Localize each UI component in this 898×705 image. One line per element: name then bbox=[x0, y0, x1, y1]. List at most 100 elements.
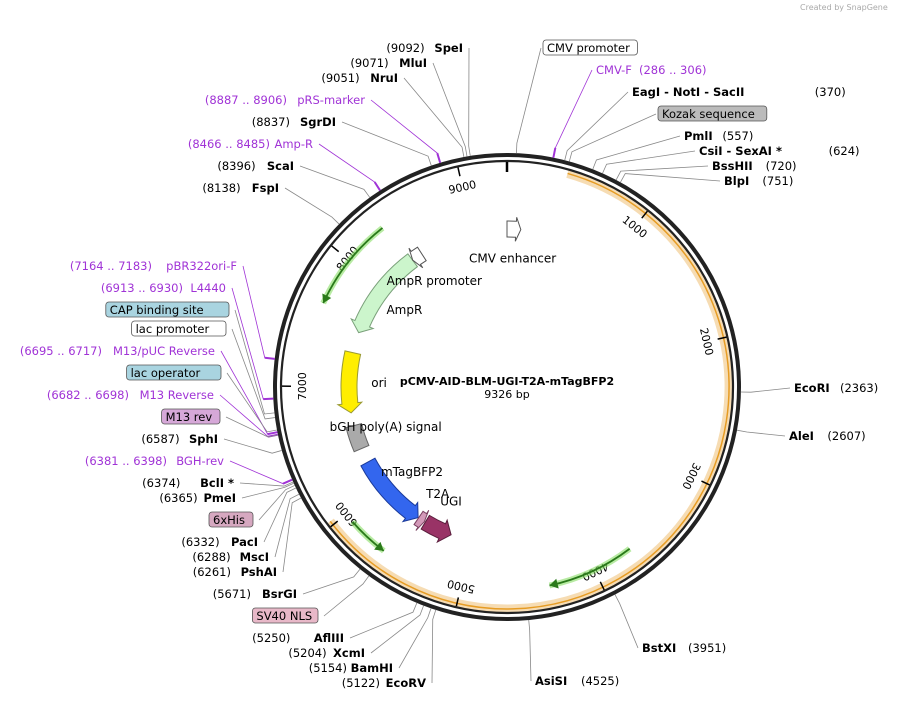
site-name-ecori: EcoRI bbox=[794, 381, 830, 395]
site-name-pmei: PmeI bbox=[204, 491, 237, 505]
site-name-pshai: PshAI bbox=[241, 565, 277, 579]
site-name-msci: MscI bbox=[240, 550, 269, 564]
site-box-lac-promoter bbox=[131, 320, 227, 337]
inner-arrow-head-0 bbox=[549, 578, 559, 589]
site-leader-cap-binding-site bbox=[234, 309, 275, 415]
feature-cmv-enhancer bbox=[506, 217, 522, 242]
site-pos-bgh-rev: (6381 .. 6398) bbox=[85, 454, 167, 468]
tick-label-2000: 2000 bbox=[697, 327, 716, 357]
site-tick-prs-marker bbox=[436, 152, 442, 164]
plasmid-name: pCMV-AID-BLM-UGI-T2A-mTagBFP2 bbox=[400, 375, 614, 388]
inner-arrow-head-2 bbox=[322, 293, 332, 304]
site-name-alei: AleI bbox=[789, 429, 814, 443]
tick-mark-6000 bbox=[330, 520, 339, 528]
feature-label-mtagbfp2: mTagBFP2 bbox=[381, 465, 443, 479]
site-leader-spei bbox=[468, 47, 471, 156]
site-leader-mlui bbox=[432, 62, 468, 157]
site-leader-bstxi bbox=[614, 594, 639, 649]
backbone-outer bbox=[273, 153, 741, 621]
feature-t2a bbox=[413, 509, 430, 531]
site-leader-cmv-f bbox=[552, 69, 593, 158]
site-box-m13-rev bbox=[161, 408, 221, 425]
site-leader-asisi bbox=[528, 619, 532, 682]
site-name-nrui: NruI bbox=[370, 71, 398, 85]
site-pos-pshai: (6261) bbox=[193, 565, 231, 579]
site-pos-bstxi: (3951) bbox=[688, 641, 726, 655]
site-leader-pmei bbox=[241, 482, 294, 499]
site-pos-pmli: (557) bbox=[722, 129, 753, 143]
site-name-xcmi: XcmI bbox=[333, 646, 365, 660]
tick-label-5000: 5000 bbox=[446, 577, 476, 596]
site-pos-alei: (2607) bbox=[827, 429, 865, 443]
site-leader-alei bbox=[736, 429, 786, 437]
site-name-pmli: PmlI bbox=[684, 129, 713, 143]
plasmid-length: 9326 bp bbox=[484, 388, 529, 401]
tick-mark-3000 bbox=[701, 480, 710, 486]
site-pos-asisi: (4525) bbox=[581, 674, 619, 688]
site-box-cmv-promoter bbox=[542, 39, 638, 56]
site-name-m13-puc-reverse: M13/pUC Reverse bbox=[113, 344, 215, 358]
site-pos-eagi-noti-sacii: (370) bbox=[815, 85, 846, 99]
site-pos-l4440: (6913 .. 6930) bbox=[101, 281, 183, 295]
site-tick-amp-r bbox=[373, 181, 381, 191]
site-leader-scai bbox=[299, 165, 371, 198]
site-pos-spei: (9092) bbox=[386, 41, 424, 55]
site-name-scai: ScaI bbox=[267, 159, 294, 173]
site-pos-mlui: (9071) bbox=[350, 56, 388, 70]
site-leader-bsshii bbox=[615, 165, 709, 181]
site-pos-ecori: (2363) bbox=[840, 381, 878, 395]
site-name-kozak-sequence: Kozak sequence bbox=[662, 107, 755, 121]
site-pos-sphi: (6587) bbox=[141, 432, 179, 446]
site-tick-m13-puc-reverse bbox=[267, 431, 278, 436]
site-pos-paci: (6332) bbox=[181, 535, 219, 549]
feature-label-t2a: T2A bbox=[425, 487, 450, 501]
credit-text: Created by SnapGene bbox=[800, 3, 888, 12]
site-pos-msci: (6288) bbox=[192, 550, 230, 564]
site-leader-msci bbox=[274, 493, 300, 558]
site-pos-m13-reverse: (6682 .. 6698) bbox=[47, 388, 129, 402]
site-name-prs-marker: pRS-marker bbox=[297, 93, 365, 107]
site-leader-kozak-sequence bbox=[568, 113, 657, 162]
site-pos-cmv-f: (286 .. 306) bbox=[639, 63, 707, 77]
site-name-bsrgi: BsrGI bbox=[262, 587, 297, 601]
site-leader-pmli bbox=[592, 135, 681, 170]
site-leader-blpi bbox=[620, 173, 721, 183]
tick-mark-5000 bbox=[455, 597, 460, 607]
site-leader-xcmi bbox=[370, 605, 424, 654]
site-pos-m13-puc-reverse: (6695 .. 6717) bbox=[20, 344, 102, 358]
site-leader-6xhis bbox=[258, 485, 295, 521]
site-leader-ecori bbox=[740, 387, 791, 393]
site-leader-sphi bbox=[223, 438, 282, 454]
feature-label-ori: ori bbox=[371, 376, 387, 390]
site-pos-bamhi: (5154) bbox=[309, 661, 347, 675]
feature-label-ampr: AmpR bbox=[386, 303, 422, 317]
backbone-inner bbox=[279, 159, 735, 615]
site-leader-eagi-noti-sacii bbox=[564, 91, 629, 161]
site-pos-fspi: (8138) bbox=[202, 181, 240, 195]
feature-bgh-poly-a-signal bbox=[345, 423, 370, 453]
site-pos-bcli: (6374) bbox=[142, 476, 180, 490]
site-leader-afliii bbox=[349, 602, 418, 639]
site-pos-nrui: (9051) bbox=[321, 71, 359, 85]
feature-ugi bbox=[420, 514, 452, 544]
site-leader-csii-sexai bbox=[602, 150, 696, 174]
site-name-sphi: SphI bbox=[189, 432, 218, 446]
site-leader-nrui bbox=[403, 77, 465, 158]
site-name-paci: PacI bbox=[231, 535, 258, 549]
site-pos-bsshii: (720) bbox=[766, 159, 797, 173]
site-name-bamhi: BamHI bbox=[351, 661, 393, 675]
site-name-cmv-promoter: CMV promoter bbox=[547, 41, 630, 55]
feature-label-ugi: UGI bbox=[440, 495, 462, 509]
site-name-cmv-f: CMV-F bbox=[596, 63, 632, 77]
site-leader-m13-rev bbox=[225, 416, 279, 438]
site-name-l4440: L4440 bbox=[190, 281, 226, 295]
site-pos-prs-marker: (8887 .. 8906) bbox=[205, 93, 287, 107]
site-name-sgrdi: SgrDI bbox=[300, 115, 336, 129]
feature-label-bgh-poly-a-signal: bGH poly(A) signal bbox=[330, 420, 442, 434]
site-name-lac-operator: lac operator bbox=[131, 366, 201, 380]
site-name-bgh-rev: BGH-rev bbox=[176, 454, 224, 468]
tick-label-9000: 9000 bbox=[447, 178, 477, 197]
site-name-ecorv: EcoRV bbox=[386, 676, 426, 690]
site-name-eagi-noti-sacii: EagI - NotI - SacII bbox=[632, 85, 744, 99]
